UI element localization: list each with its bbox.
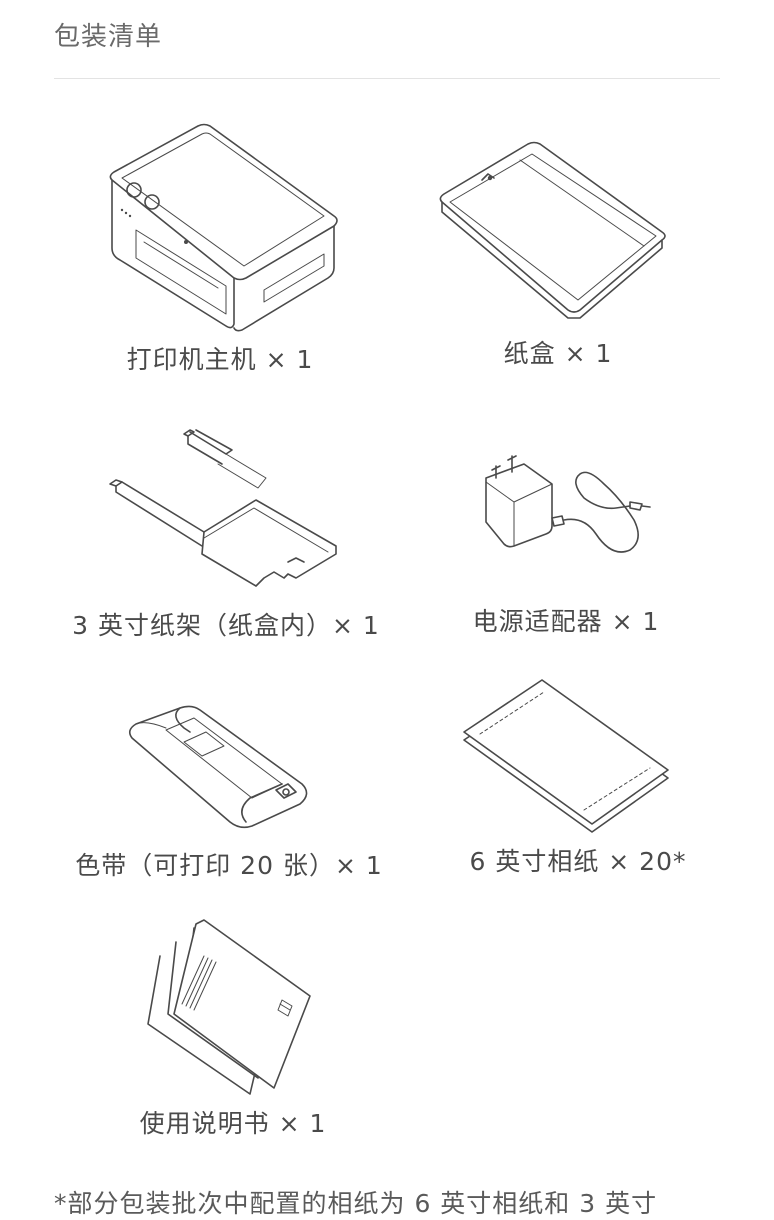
page-title: 包装清单 <box>54 22 163 52</box>
power-adapter-icon <box>484 454 654 570</box>
item-label-photo-paper: 6 英寸相纸 × 20* <box>469 847 687 876</box>
paper-holder-icon <box>106 428 342 590</box>
item-label-paper-holder: 3 英寸纸架（纸盒内）× 1 <box>72 611 380 640</box>
item-label-power-adapter: 电源适配器 × 1 <box>472 607 660 636</box>
ribbon-cartridge-icon <box>126 702 312 830</box>
printer-icon <box>100 118 350 338</box>
item-label-printer: 打印机主机 × 1 <box>126 345 314 374</box>
item-label-paper-tray: 纸盒 × 1 <box>503 339 613 368</box>
manual-icon <box>146 918 312 1096</box>
title-divider <box>54 78 720 79</box>
footnote: *部分包装批次中配置的相纸为 6 英寸相纸和 3 英寸 <box>54 1189 658 1218</box>
item-label-manual: 使用说明书 × 1 <box>139 1109 327 1138</box>
paper-tray-icon <box>436 140 668 319</box>
item-label-ribbon: 色带（可打印 20 张）× 1 <box>75 851 383 880</box>
photo-paper-icon <box>458 676 672 833</box>
